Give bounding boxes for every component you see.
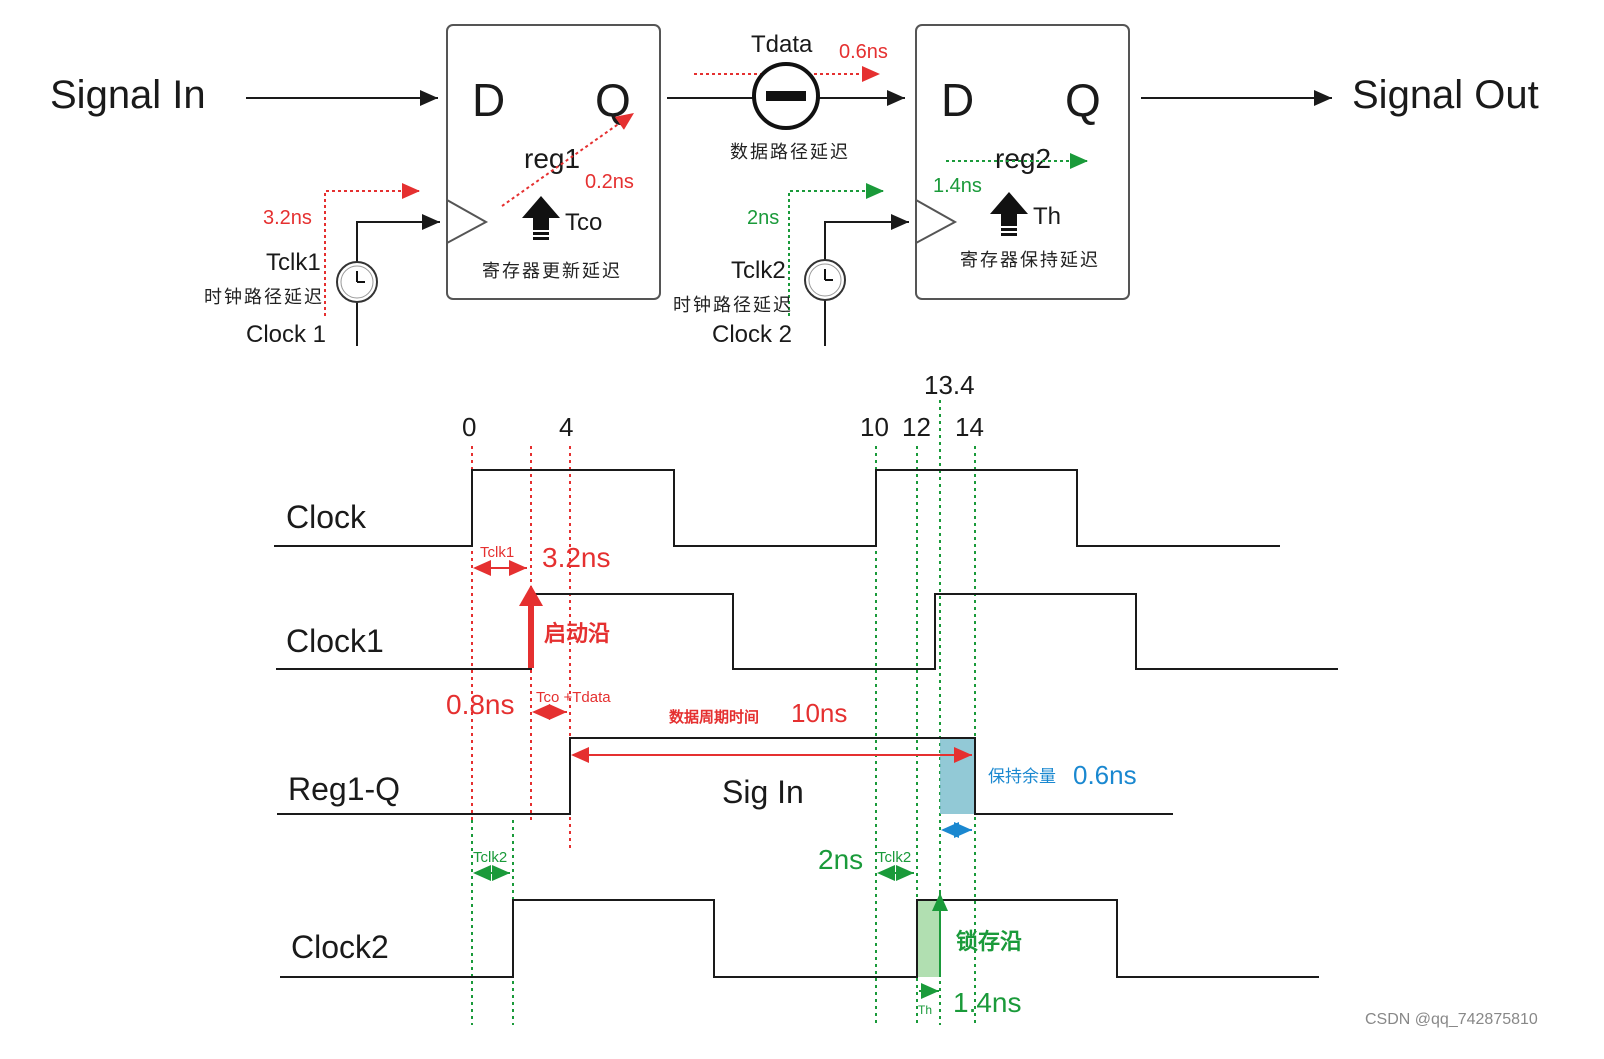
reg1-tco-path — [501, 112, 635, 207]
clock2-tclk-label: Tclk2 — [731, 257, 786, 284]
reg2-clock-triangle — [915, 198, 958, 245]
tdata-value: 0.6ns — [839, 41, 888, 63]
hold-margin-value: 0.6ns — [1073, 760, 1137, 790]
reg1-d: D — [472, 74, 505, 126]
tclk2-value: 2ns — [818, 844, 863, 875]
reg2-delay-cn: 寄存器保持延迟 — [960, 250, 1100, 271]
th-span-label: Th — [918, 1003, 932, 1017]
tick-4: 4 — [559, 412, 573, 442]
tick-0: 0 — [462, 412, 476, 442]
tick-14: 14 — [955, 412, 984, 442]
clock-waveform — [274, 469, 1280, 547]
reg2-d: D — [941, 74, 974, 126]
data-period-cn: 数据周期时间 — [669, 708, 759, 726]
clock1-name: Clock 1 — [246, 321, 326, 348]
row-clock2-label: Clock2 — [291, 929, 389, 965]
delay-minus-icon — [752, 62, 820, 130]
reg1-tco-value: 0.2ns — [585, 171, 634, 193]
tclk2-span-b-label: Tclk2 — [877, 849, 911, 866]
signal-in-label: Signal In — [50, 73, 206, 117]
clock2-wire — [824, 214, 909, 346]
clock2-delay-path — [788, 183, 884, 316]
th-region — [917, 900, 940, 977]
datapath-delay-cn: 数据路径延迟 — [730, 142, 850, 163]
tick-10: 10 — [860, 412, 889, 442]
tick-13-4: 13.4 — [924, 370, 975, 400]
data-period-value: 10ns — [791, 698, 847, 728]
clock2-waveform — [280, 899, 1319, 978]
clock2-delay-value: 2ns — [747, 207, 779, 229]
row-clock1-label: Clock1 — [286, 623, 384, 659]
clock1-delay-path — [324, 183, 420, 316]
reg1-box — [446, 24, 661, 300]
hold-margin-cn: 保持余量 — [988, 767, 1056, 786]
sig-in-label: Sig In — [722, 774, 804, 810]
launch-edge-label: 启动沿 — [544, 621, 610, 646]
reg1q-waveform — [277, 737, 1173, 815]
reg2-q: Q — [1065, 74, 1101, 126]
hold-margin-region — [940, 738, 975, 814]
reg1-delay-cn: 寄存器更新延迟 — [482, 261, 622, 282]
tick-12: 12 — [902, 412, 931, 442]
reg2-th-value: 1.4ns — [933, 175, 982, 197]
clock1-path-cn: 时钟路径延迟 — [204, 287, 324, 308]
row-reg1q-label: Reg1-Q — [288, 771, 400, 807]
launch-edge-arrow-icon — [519, 585, 543, 668]
latch-edge-label: 锁存沿 — [956, 929, 1022, 954]
th-span-value: 1.4ns — [953, 987, 1022, 1018]
clock1-wire — [356, 214, 440, 346]
tclk1-span-value: 3.2ns — [542, 542, 611, 573]
clock2-name: Clock 2 — [712, 321, 792, 348]
clock1-delay-value: 3.2ns — [263, 207, 312, 229]
reg1-name: reg1 — [524, 143, 580, 174]
row-clock-label: Clock — [286, 499, 367, 535]
tdata-label: Tdata — [751, 31, 813, 58]
clock1-waveform — [276, 593, 1338, 670]
tclk1-span-label: Tclk1 — [480, 544, 514, 561]
tco-tdata-value: 0.8ns — [446, 689, 515, 720]
tco-arrow-icon — [522, 196, 560, 240]
clock1-clock-icon — [336, 261, 378, 303]
reg2-box — [915, 24, 1130, 300]
watermark: CSDN @qq_742875810 — [1365, 1011, 1538, 1028]
clock1-tclk-label: Tclk1 — [266, 249, 321, 276]
tco-tdata-label: Tco +Tdata — [536, 689, 611, 706]
reg2-th-label: Th — [1033, 203, 1061, 230]
th-arrow-icon — [990, 192, 1028, 236]
reg2-name: reg2 — [995, 143, 1051, 174]
reg1-tco-label: Tco — [565, 209, 602, 236]
reg1-clock-triangle — [446, 198, 489, 245]
clock2-path-cn: 时钟路径延迟 — [673, 295, 793, 316]
clock2-clock-icon — [804, 259, 846, 301]
tclk2-span-a-label: Tclk2 — [473, 849, 507, 866]
signal-out-label: Signal Out — [1352, 73, 1539, 117]
